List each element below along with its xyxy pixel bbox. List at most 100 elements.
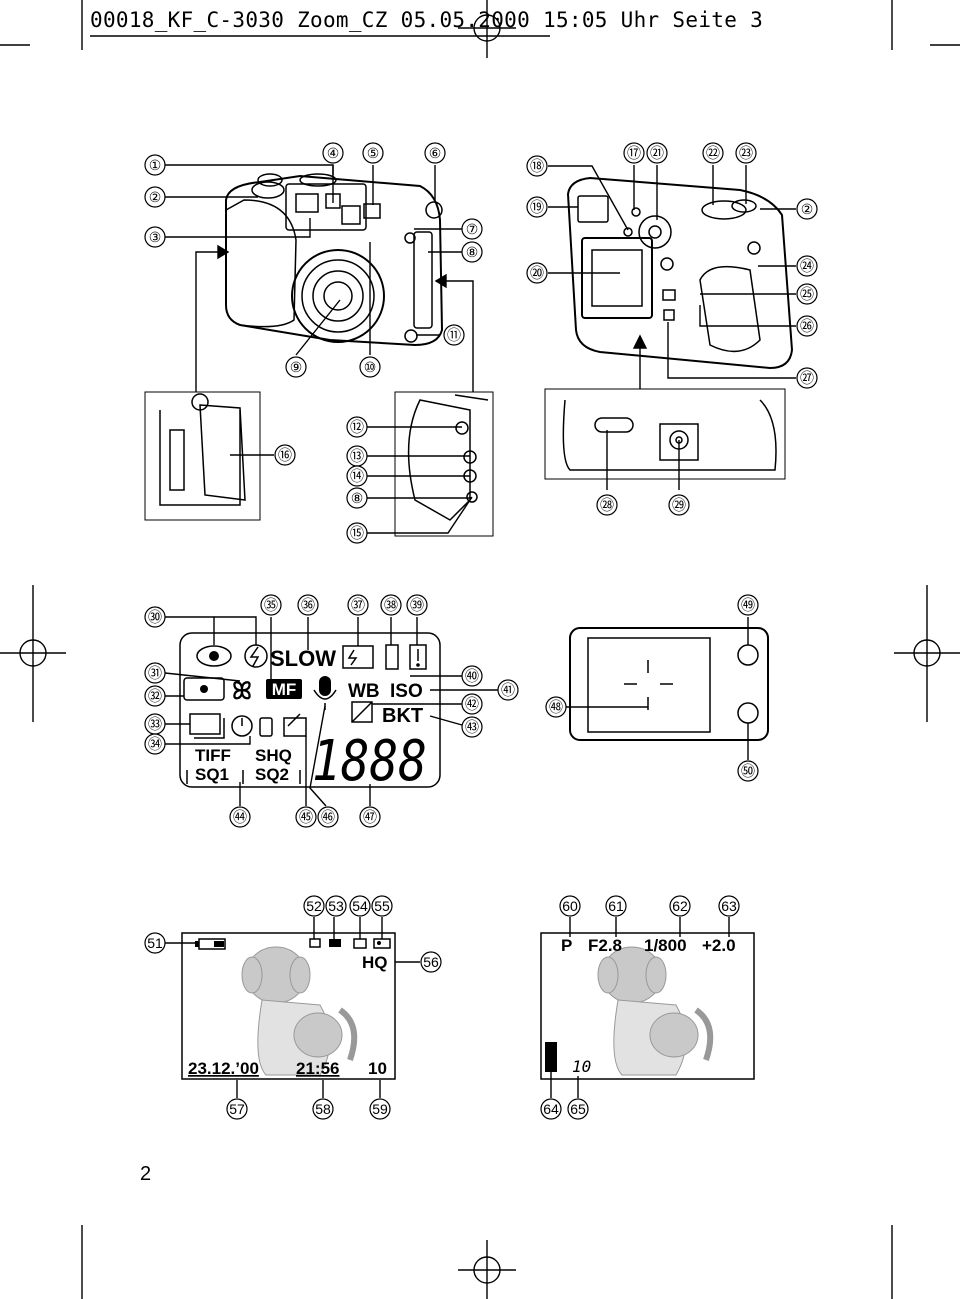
callout-47: ㊼	[359, 806, 381, 828]
svg-text:53: 53	[328, 898, 344, 914]
svg-text:㊲: ㊲	[351, 597, 365, 613]
monitor-playback-screen: HQ 23.12.’00 21:56 10	[181, 932, 396, 1080]
shq-label: SHQ	[255, 746, 292, 765]
callout-32: ㉜	[144, 685, 166, 707]
svg-text:㊼: ㊼	[363, 809, 377, 825]
mf-badge	[266, 679, 302, 699]
svg-text:⑩: ⑩	[364, 359, 377, 375]
svg-text:②: ②	[149, 189, 162, 205]
svg-text:㊳: ㊳	[384, 597, 398, 613]
callout-51: 51	[144, 932, 166, 954]
svg-text:㉕: ㉕	[800, 286, 814, 302]
callout-24: ㉔	[796, 255, 818, 277]
svg-text:㊿: ㊿	[741, 763, 755, 779]
redeye-icon	[196, 645, 232, 667]
svg-text:⑳: ⑳	[530, 265, 544, 281]
callout-16: ⑯	[274, 444, 296, 466]
callout-61: 61	[605, 895, 627, 917]
exposure-comp-label: +2.0	[702, 936, 736, 955]
svg-text:⑤: ⑤	[367, 145, 380, 161]
callout-27: ㉗	[796, 367, 818, 389]
card-icon	[385, 644, 399, 670]
svg-text:⑱: ⑱	[530, 158, 544, 174]
date-label: 23.12.’00	[188, 1059, 259, 1078]
callout-56: 56	[420, 951, 442, 973]
callout-63: 63	[718, 895, 740, 917]
callout-8a: ⑧	[461, 241, 483, 263]
callout-15: ⑮	[346, 522, 368, 544]
card-slot-drawing	[144, 391, 261, 521]
svg-text:61: 61	[608, 898, 624, 914]
svg-text:62: 62	[672, 898, 688, 914]
callouts-viewfinder: ㊽ ㊾ ㊿	[545, 594, 759, 782]
callout-44: ㊹	[229, 806, 251, 828]
svg-text:⑪: ⑪	[447, 327, 461, 343]
memory-gauge	[545, 1042, 557, 1072]
sq2-label: SQ2	[255, 765, 289, 784]
registration-mark-left	[0, 585, 66, 722]
callout-50: ㊿	[737, 760, 759, 782]
mf-label: MF	[272, 680, 297, 699]
callout-60: 60	[559, 895, 581, 917]
callout-4: ④	[322, 142, 344, 164]
callout-64: 64	[540, 1098, 562, 1120]
callout-leaders-lcd	[164, 616, 498, 807]
callouts-top: ① ② ③ ④ ⑤ ⑥ ⑦ ⑧ ⑪ ⑨ ⑩ ⑫ ⑬ ⑭ ⑧ ⑮ ⑯ ⑱ ⑲ ⑳ …	[144, 142, 818, 544]
callout-58: 58	[312, 1098, 334, 1120]
drive-mode-icon	[189, 713, 225, 739]
header-text: 00018_KF_C-3030 Zoom_CZ 05.05.2000 15:05…	[90, 8, 764, 32]
svg-text:㊱: ㊱	[301, 597, 315, 613]
callout-31: ㉛	[144, 662, 166, 684]
svg-text:64: 64	[543, 1101, 559, 1117]
wb-label: WB	[348, 681, 380, 702]
svg-text:58: 58	[315, 1101, 331, 1117]
callout-28: ㉘	[596, 494, 618, 516]
aperture-label: F2.8	[588, 936, 622, 955]
exposure-comp-icon	[351, 701, 373, 723]
svg-text:①: ①	[149, 157, 162, 173]
callout-14: ⑭	[346, 465, 368, 487]
svg-text:㊾: ㊾	[741, 597, 755, 613]
callout-54: 54	[349, 895, 371, 917]
svg-text:㊶: ㊶	[501, 682, 515, 698]
callout-3: ③	[144, 226, 166, 248]
dog-illustration-left	[241, 946, 358, 1076]
svg-text:㉟: ㉟	[264, 597, 278, 613]
registration-mark-top	[458, 0, 516, 58]
svg-text:⑲: ⑲	[530, 199, 544, 215]
flash-fill-icon	[342, 645, 374, 669]
callout-59: 59	[369, 1098, 391, 1120]
svg-text:㉚: ㉚	[148, 609, 162, 625]
callout-26: ㉖	[796, 315, 818, 337]
callout-17: ⑰	[623, 142, 645, 164]
sound-icon	[329, 939, 341, 947]
callout-21: ㉑	[646, 142, 668, 164]
callout-29: ㉙	[668, 494, 690, 516]
svg-text:㊴: ㊴	[410, 597, 424, 613]
callout-6: ⑥	[424, 142, 446, 164]
svg-text:㊸: ㊸	[465, 719, 479, 735]
callout-35: ㉟	[260, 594, 282, 616]
pointer-arrows	[195, 244, 648, 392]
svg-text:⑧: ⑧	[466, 244, 479, 260]
svg-text:⑮: ⑮	[350, 525, 364, 541]
svg-text:⑨: ⑨	[290, 359, 303, 375]
svg-text:54: 54	[352, 898, 368, 914]
flash-off-icon	[244, 644, 268, 668]
svg-text:④: ④	[327, 145, 340, 161]
callout-13: ⑬	[346, 445, 368, 467]
tiff-label: TIFF	[195, 746, 231, 765]
callout-38: ㊳	[380, 594, 402, 616]
callout-10: ⑩	[359, 356, 381, 378]
monitor-shooting-screen: P F2.8 1/800 +2.0 10	[540, 932, 755, 1080]
quality-label: HQ	[362, 953, 388, 972]
camera-bottom-drawing	[544, 388, 786, 480]
card-access-icon	[353, 938, 367, 949]
noise-reduction-icon	[283, 713, 307, 737]
svg-text:㉑: ㉑	[650, 145, 664, 161]
warning-icon	[409, 644, 427, 670]
callout-25: ㉕	[796, 283, 818, 305]
svg-text:60: 60	[562, 898, 578, 914]
callout-33: ㉝	[144, 713, 166, 735]
